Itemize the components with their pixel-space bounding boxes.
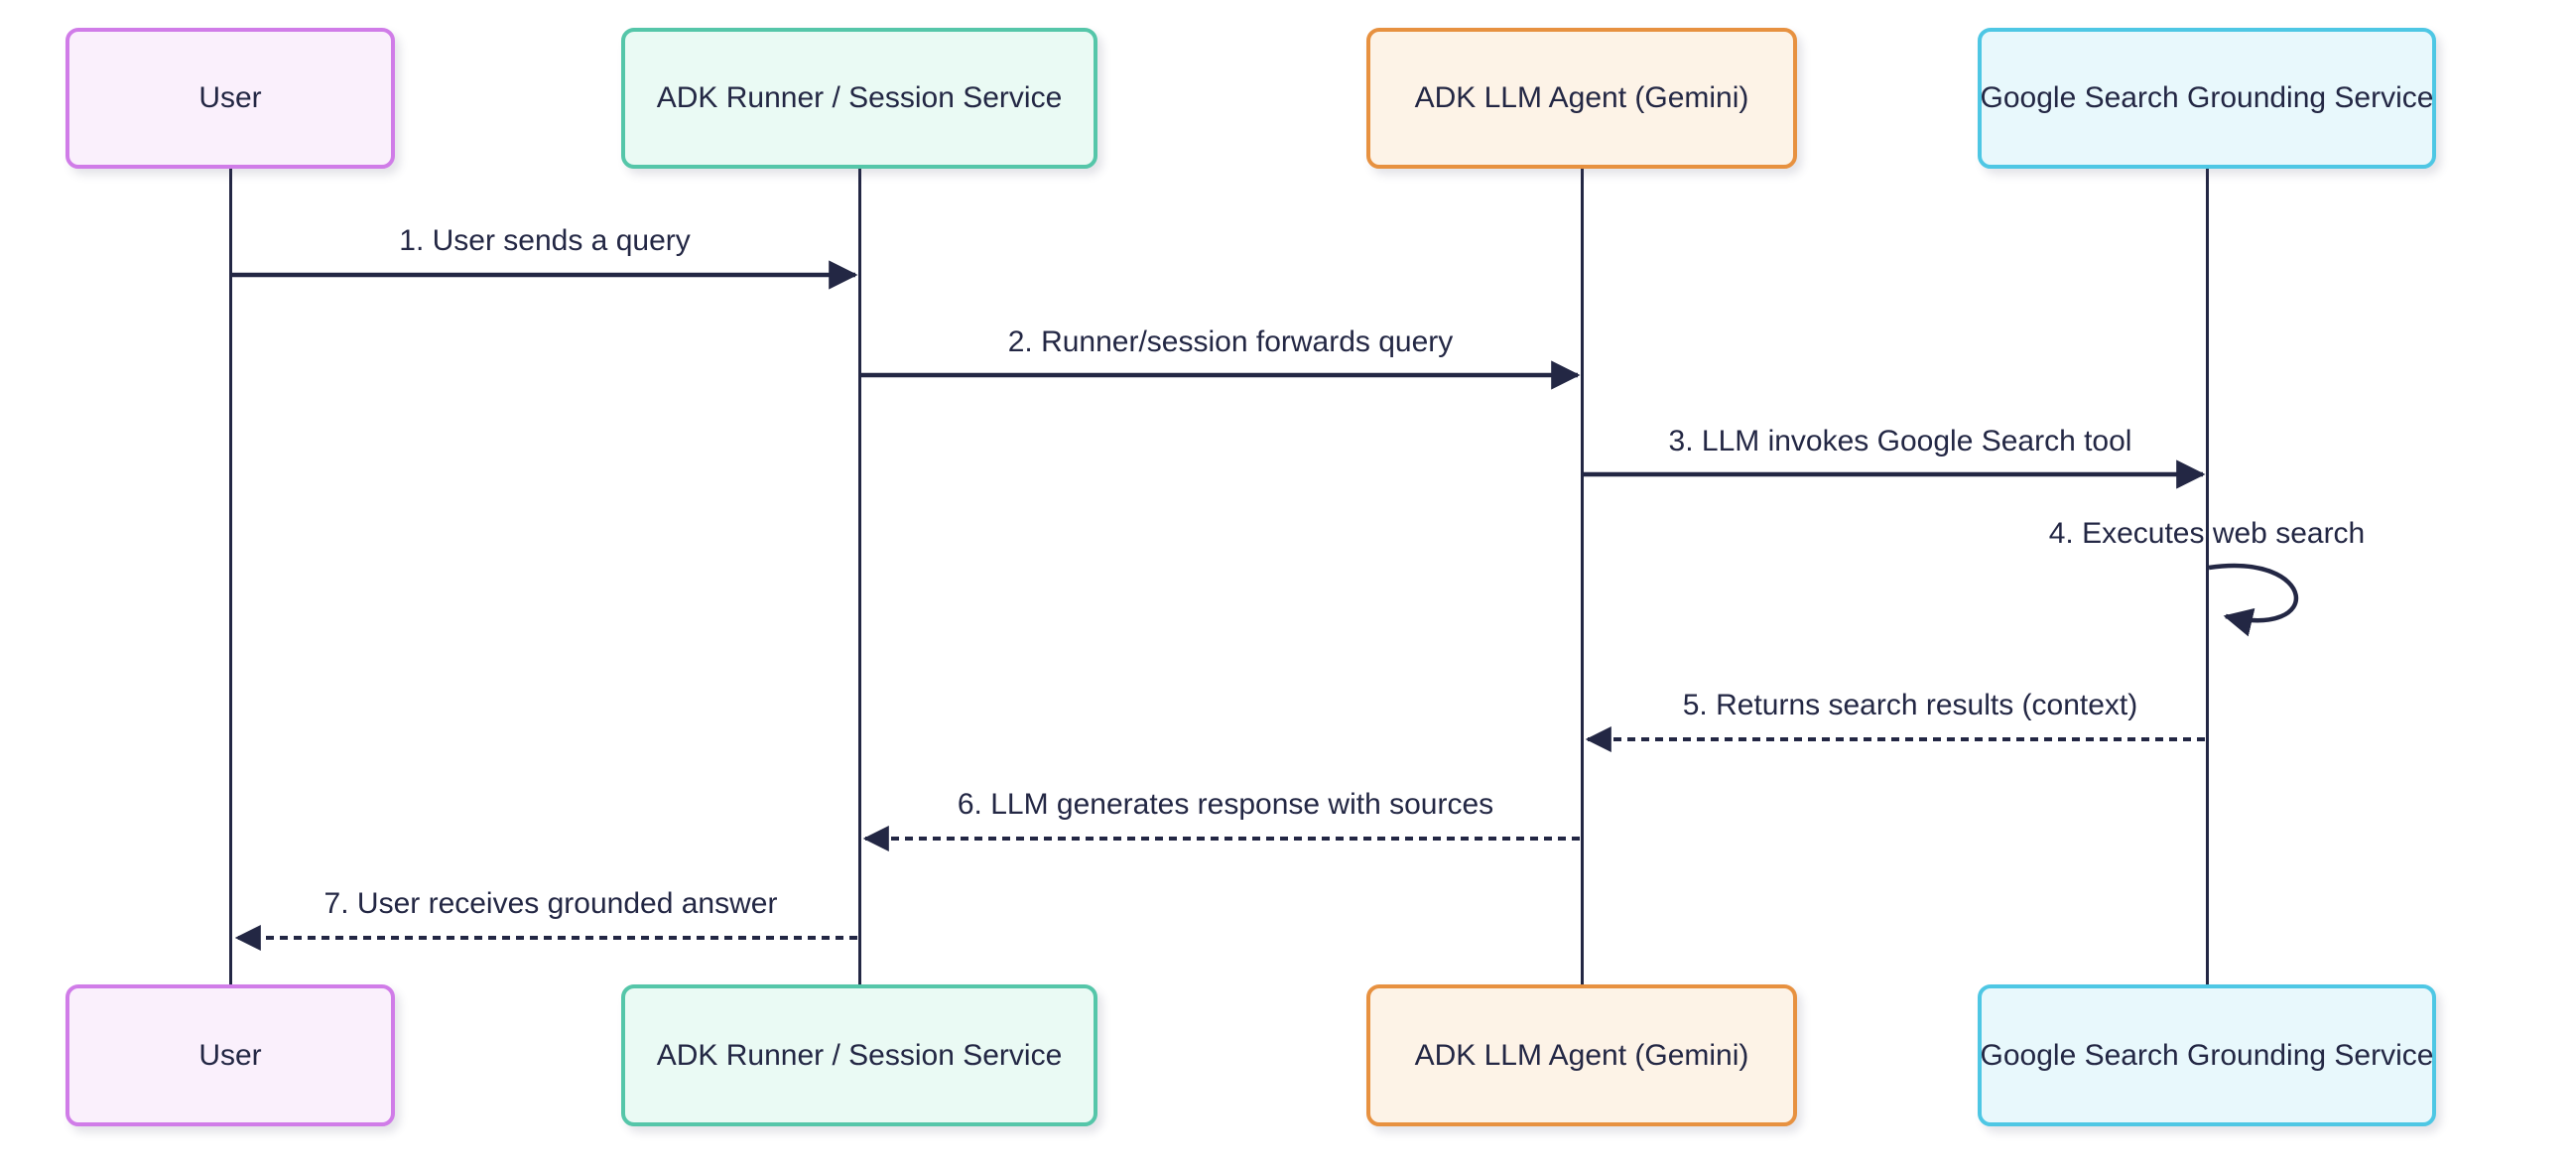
arrow-4-self-loop <box>2208 564 2299 637</box>
actor-adk-runner-bottom: ADK Runner / Session Service <box>621 984 1097 1126</box>
message-label-7: 7. User receives grounded answer <box>323 887 778 920</box>
message-label-3: 3. LLM invokes Google Search tool <box>1668 425 2132 457</box>
actor-label: ADK LLM Agent (Gemini) <box>1414 81 1749 114</box>
actor-search-service-top: Google Search Grounding Service <box>1978 28 2436 169</box>
message-label-5: 5. Returns search results (context) <box>1682 689 2138 721</box>
message-label-2: 2. Runner/session forwards query <box>1007 325 1454 358</box>
lifeline-adk-runner <box>858 169 861 984</box>
lifeline-user <box>229 169 232 984</box>
actor-label: ADK Runner / Session Service <box>656 1038 1063 1072</box>
actor-label: User <box>198 81 262 114</box>
actor-label: ADK LLM Agent (Gemini) <box>1414 1038 1749 1072</box>
message-label-6: 6. LLM generates response with sources <box>957 788 1494 821</box>
actor-user-top: User <box>65 28 395 169</box>
actor-label: ADK Runner / Session Service <box>656 81 1063 114</box>
lifeline-search-service <box>2206 169 2209 984</box>
actor-llm-agent-top: ADK LLM Agent (Gemini) <box>1366 28 1797 169</box>
actor-label: User <box>198 1038 262 1072</box>
actor-label: Google Search Grounding Service <box>1980 81 2434 114</box>
actor-user-bottom: User <box>65 984 395 1126</box>
actor-llm-agent-bottom: ADK LLM Agent (Gemini) <box>1366 984 1797 1126</box>
lifeline-llm-agent <box>1581 169 1584 984</box>
actor-search-service-bottom: Google Search Grounding Service <box>1978 984 2436 1126</box>
message-label-1: 1. User sends a query <box>399 224 691 257</box>
actor-adk-runner-top: ADK Runner / Session Service <box>621 28 1097 169</box>
actor-label: Google Search Grounding Service <box>1980 1038 2434 1072</box>
message-label-4: 4. Executes web search <box>2048 517 2366 550</box>
